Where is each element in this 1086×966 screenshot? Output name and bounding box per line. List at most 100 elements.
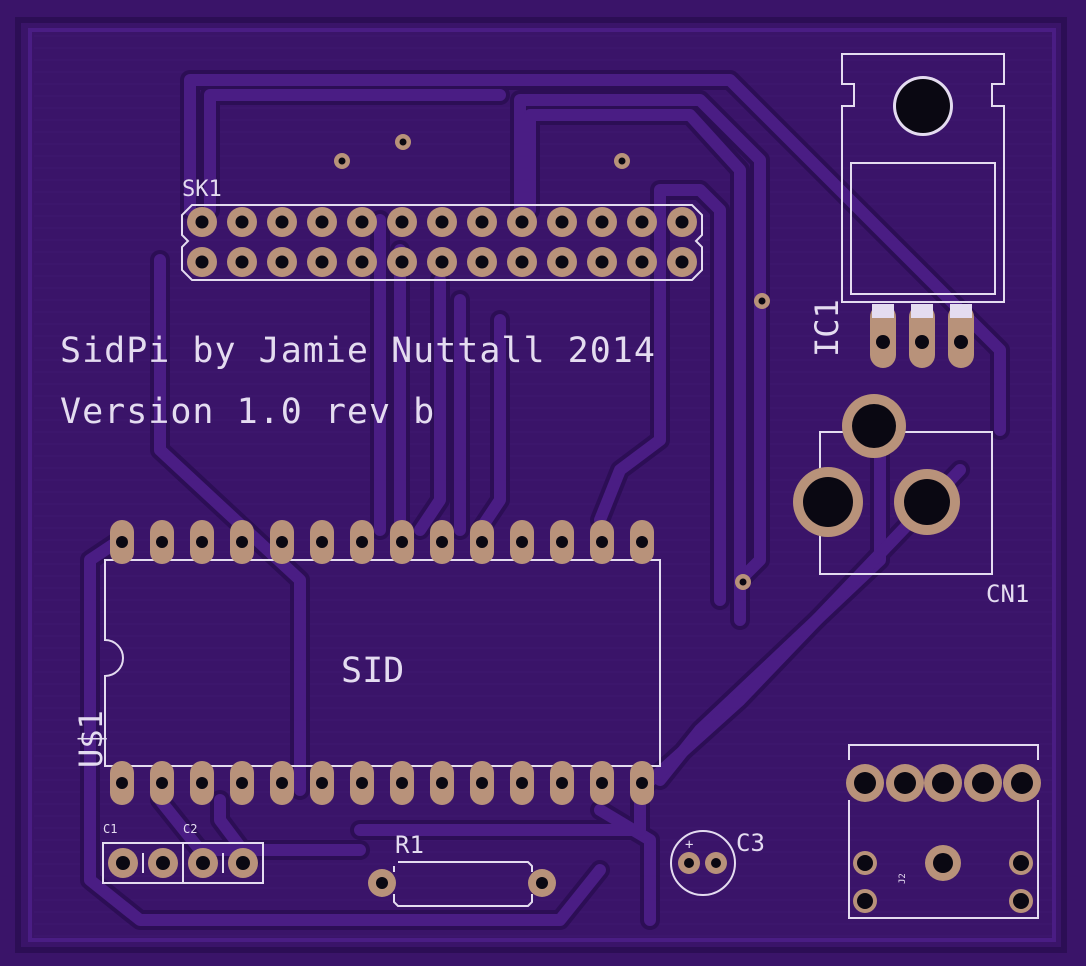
ic1-pin: [909, 304, 935, 368]
sk1-pin: [187, 207, 217, 237]
ic1-pin: [948, 304, 974, 368]
sk1-header: SK1: [181, 177, 703, 281]
board-title-line1: SidPi by Jamie Nuttall 2014: [60, 331, 656, 371]
j2-pin-row: [846, 764, 1041, 802]
sid-pin: [630, 520, 654, 564]
sid-pin-group: [110, 520, 654, 805]
sk1-pin: [427, 247, 457, 277]
sk1-pin: [627, 247, 657, 277]
sid-pin: [310, 520, 334, 564]
j2-pin: [853, 889, 877, 913]
sid-pin: [470, 520, 494, 564]
sid-pin: [390, 520, 414, 564]
sk1-pin: [467, 247, 497, 277]
c3-polarity-mark: +: [685, 837, 693, 853]
sid-pin: [230, 520, 254, 564]
sk1-pin: [387, 247, 417, 277]
sid-pin: [270, 520, 294, 564]
cn1-power-jack: CN1: [793, 394, 1029, 608]
sk1-pin: [467, 207, 497, 237]
sid-pin: [510, 761, 534, 805]
sid-pin: [150, 520, 174, 564]
cn1-pin: [793, 467, 863, 537]
c1-pin: [148, 848, 178, 878]
c2-pin: [188, 848, 218, 878]
c1-c2-capacitors: C1 C2: [102, 822, 264, 884]
sk1-pin: [507, 207, 537, 237]
sid-pin: [190, 520, 214, 564]
sk1-pin: [587, 207, 617, 237]
sid-pin: [350, 520, 374, 564]
sid-pin: [550, 761, 574, 805]
ic1-pin: [870, 304, 896, 368]
sk1-pin: [307, 207, 337, 237]
cn1-pin: [842, 394, 906, 458]
sid-pin: [310, 761, 334, 805]
sk1-pin: [267, 247, 297, 277]
sid-pin: [390, 761, 414, 805]
sid-pin: [110, 761, 134, 805]
sk1-pin: [427, 207, 457, 237]
sk1-pin: [227, 247, 257, 277]
c3-capacitor: + C3: [670, 829, 765, 896]
board-title-line2: Version 1.0 rev b: [60, 392, 435, 432]
sk1-pin: [267, 207, 297, 237]
sk1-pin: [627, 207, 657, 237]
j2-pin: [846, 764, 884, 802]
c1-pin: [108, 848, 138, 878]
sid-pin: [590, 761, 614, 805]
r1-pin: [528, 869, 556, 897]
r1-resistor: R1: [368, 831, 556, 907]
sk1-pin: [387, 207, 417, 237]
ic1-regulator: IC1: [808, 53, 1005, 368]
via: [754, 293, 770, 309]
sk1-pin: [667, 247, 697, 277]
sid-pin: [590, 520, 614, 564]
sid-pin: [230, 761, 254, 805]
sk1-pin: [667, 207, 697, 237]
c2-label: C2: [183, 822, 197, 836]
j2-pin: [925, 845, 961, 881]
board-outline: [15, 17, 1067, 953]
r1-pin: [368, 869, 396, 897]
us1-label: U$1: [72, 710, 110, 768]
sk1-pin-group: [187, 207, 697, 277]
sid-pin: [470, 761, 494, 805]
via: [334, 153, 350, 169]
sid-pin: [550, 520, 574, 564]
sid-chip: SID U$1: [72, 520, 661, 805]
c3-label: C3: [736, 829, 765, 857]
sid-pin: [150, 761, 174, 805]
sid-pin: [430, 520, 454, 564]
sid-pin: [190, 761, 214, 805]
r1-label: R1: [395, 831, 424, 859]
via: [614, 153, 630, 169]
copper-traces: [80, 70, 1010, 930]
sk1-pin: [547, 207, 577, 237]
j2-connector: J2: [846, 744, 1041, 919]
sid-pin: [630, 761, 654, 805]
c3-pin: [705, 852, 727, 874]
cn1-label: CN1: [986, 580, 1029, 608]
sid-pin: [270, 761, 294, 805]
sk1-pin: [187, 247, 217, 277]
sid-pin: [350, 761, 374, 805]
sk1-pin: [227, 207, 257, 237]
j2-pin: [964, 764, 1002, 802]
j2-pin: [1003, 764, 1041, 802]
sk1-pin: [347, 207, 377, 237]
sk1-label: SK1: [182, 177, 222, 202]
c2-pin: [228, 848, 258, 878]
via: [395, 134, 411, 150]
j2-pin: [1009, 889, 1033, 913]
ic1-label: IC1: [808, 299, 846, 357]
via: [735, 574, 751, 590]
sk1-pin: [307, 247, 337, 277]
c1-label: C1: [103, 822, 117, 836]
sk1-pin: [507, 247, 537, 277]
vias: [334, 134, 770, 590]
cn1-pin: [894, 469, 960, 535]
sk1-pin: [547, 247, 577, 277]
j2-pin: [1009, 851, 1033, 875]
j2-pin: [853, 851, 877, 875]
